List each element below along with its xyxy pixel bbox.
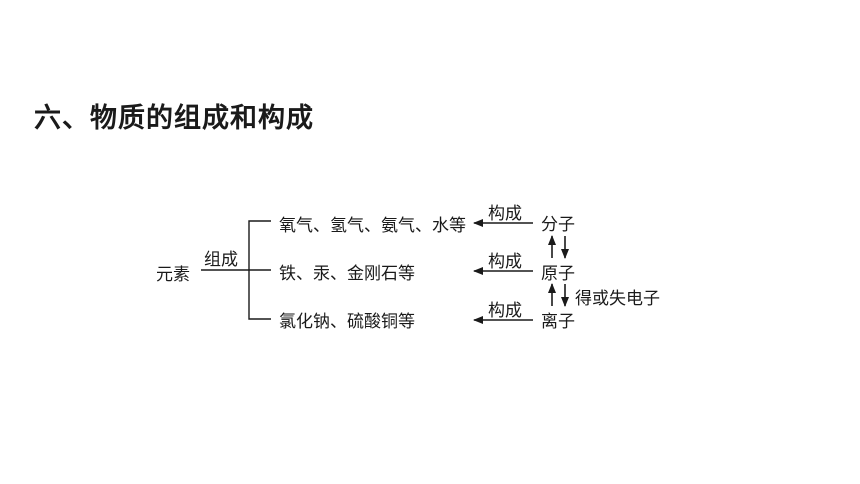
substance-atomic: 铁、汞、金刚石等 [279, 264, 415, 284]
composition-label: 组成 [204, 250, 238, 270]
relation-label-atom: 构成 [488, 252, 522, 272]
relation-label-ion: 构成 [488, 301, 522, 321]
substance-molecular: 氧气、氢气、氨气、水等 [279, 216, 466, 236]
particle-ion: 离子 [541, 312, 575, 332]
particle-molecule: 分子 [541, 215, 575, 235]
substance-ionic: 氯化钠、硫酸铜等 [279, 312, 415, 332]
page-title: 六、物质的组成和构成 [34, 103, 314, 134]
particle-atom: 原子 [541, 264, 575, 284]
root-label: 元素 [156, 265, 190, 285]
electron-transfer-label: 得或失电子 [575, 289, 660, 309]
relation-label-molecule: 构成 [488, 204, 522, 224]
